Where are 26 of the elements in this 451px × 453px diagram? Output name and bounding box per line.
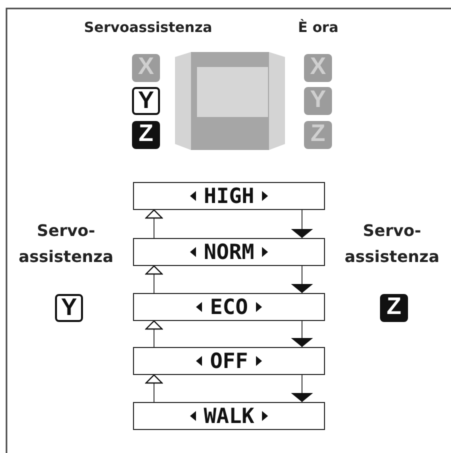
- arrow: [291, 320, 313, 348]
- mode-label: NORM: [204, 240, 254, 264]
- mode-box: [133, 347, 325, 375]
- mode-box: [133, 293, 325, 321]
- mode-label: HIGH: [204, 184, 254, 208]
- mode-label: OFF: [210, 349, 248, 373]
- arrow: [145, 265, 163, 294]
- mode-label: ECO: [210, 295, 248, 319]
- mode-box: [133, 182, 325, 210]
- section-heading: È ora: [298, 20, 338, 36]
- key-icon: Y: [55, 294, 83, 322]
- arrow: [291, 266, 313, 294]
- arrow: [145, 209, 163, 238]
- mode-box: [133, 402, 325, 430]
- arrow: [145, 374, 163, 402]
- arrow: [145, 320, 163, 348]
- key-icon: Z: [380, 294, 408, 322]
- mode-box: [133, 238, 325, 266]
- section-heading: Servoassistenza: [84, 20, 212, 36]
- key-icon: Z: [132, 121, 160, 149]
- arrow: [291, 374, 313, 402]
- side-label: Servo-assistenza: [344, 220, 440, 268]
- key-icon: Y: [132, 87, 160, 115]
- mode-label: WALK: [204, 404, 254, 428]
- side-label: Servo-assistenza: [18, 220, 114, 268]
- arrow: [291, 210, 313, 238]
